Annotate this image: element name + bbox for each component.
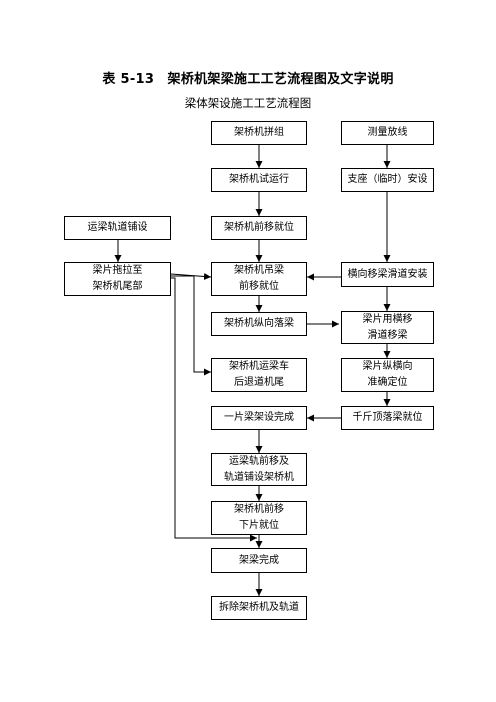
step-lift-move-box: 架桥机吊梁 前移就位	[211, 262, 307, 296]
step-cart-back-box: 架桥机运梁车 后退道机尾	[211, 358, 307, 392]
diagram-subtitle: 梁体架设施工工艺流程图	[184, 96, 312, 110]
step-complete-box: 架梁完成	[211, 548, 307, 573]
step-track-forward-box: 运梁轨前移及 轨道铺设架桥机	[211, 453, 307, 486]
arrow-tow-to-cart	[171, 275, 211, 376]
step-survey-box: 测量放线	[341, 121, 434, 145]
step-track-lay-box: 运梁轨道铺设	[64, 216, 171, 240]
arrow-tow-to-next-span	[171, 277, 257, 542]
step-dismantle-box: 拆除架桥机及轨道	[211, 596, 307, 620]
page-title: 表 5-13 架桥机架梁施工工艺流程图及文字说明	[102, 72, 394, 87]
step-lateral-position-box: 梁片纵横向 准确定位	[341, 358, 434, 392]
step-longitudinal-drop-box: 架桥机纵向落梁	[211, 312, 307, 336]
step-bearing-box: 支座（临时）安设	[341, 168, 434, 192]
step-move-in-place-box: 架桥机前移就位	[211, 216, 307, 240]
step-jack-drop-box: 千斤顶落梁就位	[341, 406, 434, 430]
step-assemble-box: 架桥机拼组	[211, 121, 307, 145]
step-one-done-box: 一片梁架设完成	[211, 406, 307, 430]
step-lateral-track-box: 横向移梁滑道安装	[341, 262, 434, 287]
step-slide-move-box: 梁片用横移 滑道移梁	[341, 311, 434, 344]
step-next-span-box: 架桥机前移 下片就位	[211, 501, 307, 535]
step-beam-tow-box: 梁片拖拉至 架桥机尾部	[64, 262, 171, 296]
step-trial-run-box: 架桥机试运行	[211, 168, 307, 192]
